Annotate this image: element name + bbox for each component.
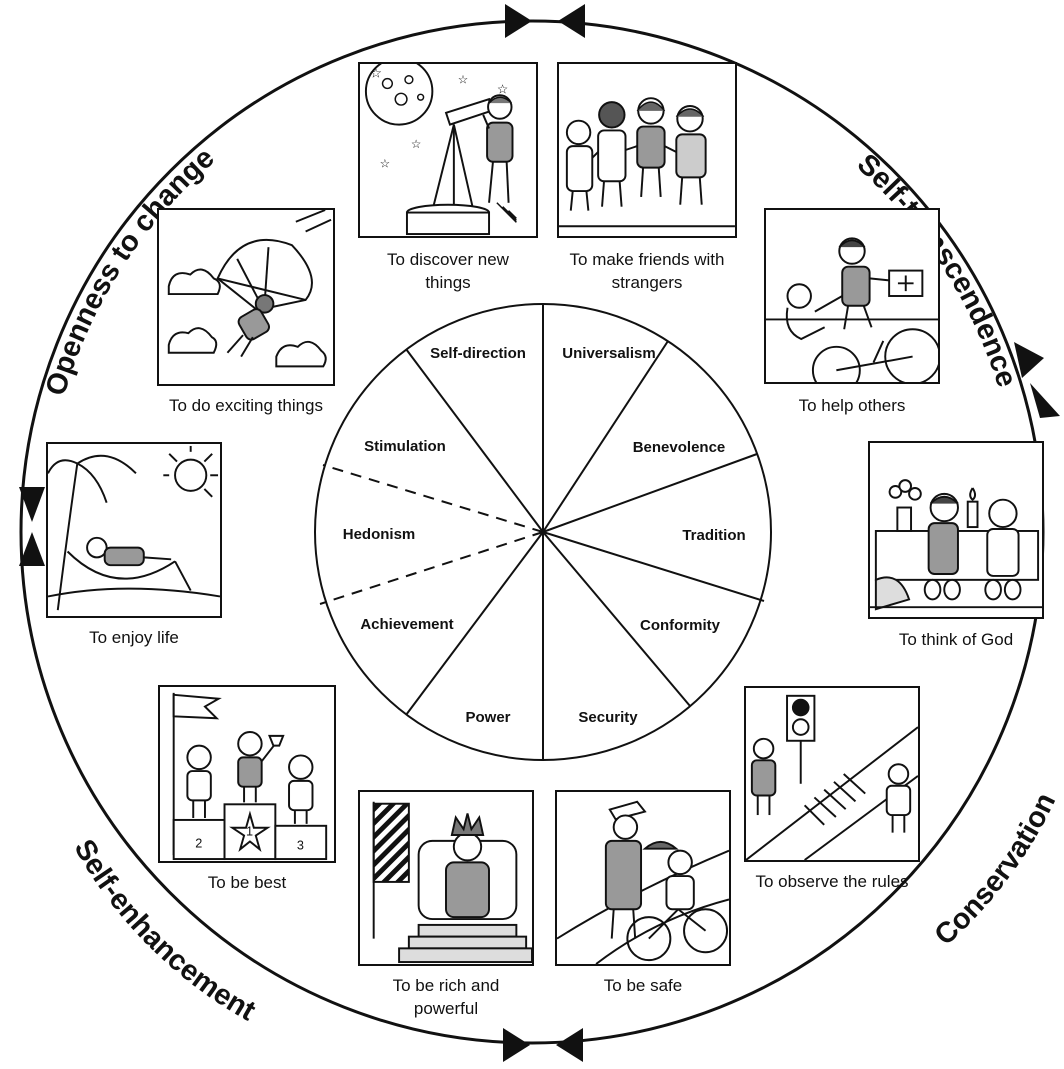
hammock-beach-icon [48, 445, 220, 611]
picture-exciting [157, 208, 335, 386]
boundary-marker-bottom [503, 1028, 583, 1062]
caption-discover: To discover new things [387, 250, 509, 292]
picture-rich [358, 790, 534, 966]
winners-podium-icon: 2 1 3 [172, 692, 328, 861]
picture-best: 2 1 3 [158, 685, 336, 863]
picture-safe [555, 790, 731, 966]
picture-help [764, 208, 940, 384]
police-officer-cyclist-icon [557, 800, 729, 964]
svg-text:☆: ☆ [411, 137, 422, 151]
caption-enjoy: To enjoy life [89, 628, 179, 647]
podium-third-number: 3 [297, 838, 304, 852]
caption-exciting: To do exciting things [168, 396, 324, 415]
segment-tradition: Tradition [682, 527, 745, 544]
picture-rules [744, 686, 920, 862]
values-wheel: Self-direction Universalism Benevolence … [314, 303, 772, 761]
podium-first-number: 1 [246, 825, 253, 839]
svg-text:☆: ☆ [497, 81, 508, 96]
svg-text:☆: ☆ [458, 73, 469, 87]
caption-rich: To be rich and powerful [392, 976, 500, 1018]
picture-god [868, 441, 1044, 619]
children-praying-at-altar-icon [870, 479, 1042, 611]
boundary-marker-top [505, 4, 585, 38]
boundary-marker-right [1014, 342, 1060, 418]
segment-benevolence: Benevolence [633, 439, 726, 456]
caption-rules: To observe the rules [755, 872, 909, 891]
parachute-jump-icon [167, 210, 332, 368]
caption-help: To help others [798, 396, 906, 415]
divider-achievement-hedonism [319, 531, 544, 605]
segment-self-direction: Self-direction [430, 345, 526, 362]
divider-stimulation-self-direction [405, 348, 544, 533]
divider-tradition-conformity [542, 531, 765, 602]
segment-universalism: Universalism [562, 345, 655, 362]
divider-universalism-benevolence [542, 340, 669, 533]
segment-hedonism: Hedonism [343, 526, 416, 543]
telescope-stargazing-icon: ☆ ☆ ☆ ☆ ☆ [364, 64, 517, 236]
segment-power: Power [465, 709, 510, 726]
boundary-marker-left [19, 487, 45, 566]
svg-text:☆: ☆ [380, 157, 391, 171]
picture-friends [557, 62, 737, 238]
group-label-self-enhancement: Self-enhancement [68, 834, 261, 1027]
podium-second-number: 2 [195, 836, 202, 850]
picture-enjoy [46, 442, 222, 618]
segment-security: Security [578, 709, 638, 726]
group-label-conservation: Conservation [929, 788, 1063, 952]
king-on-throne-icon [372, 801, 532, 964]
segment-achievement: Achievement [360, 616, 453, 633]
svg-text:☆: ☆ [370, 66, 382, 82]
caption-safe: To be safe [603, 976, 683, 995]
children-holding-hands-icon [559, 97, 735, 228]
caption-friends: To make friends with strangers [569, 250, 725, 292]
caption-best: To be best [207, 873, 287, 892]
segment-stimulation: Stimulation [364, 438, 446, 455]
divider-hedonism-stimulation [322, 464, 544, 533]
crosswalk-traffic-light-icon [746, 694, 918, 860]
segment-conformity: Conformity [640, 617, 721, 634]
divider-conformity-security [542, 531, 691, 707]
helping-fallen-cyclist-icon [766, 237, 938, 382]
picture-discover: ☆ ☆ ☆ ☆ ☆ [358, 62, 538, 238]
caption-god: To think of God [898, 630, 1014, 649]
divider-benevolence-tradition [542, 453, 758, 533]
divider-power-achievement [405, 531, 544, 716]
